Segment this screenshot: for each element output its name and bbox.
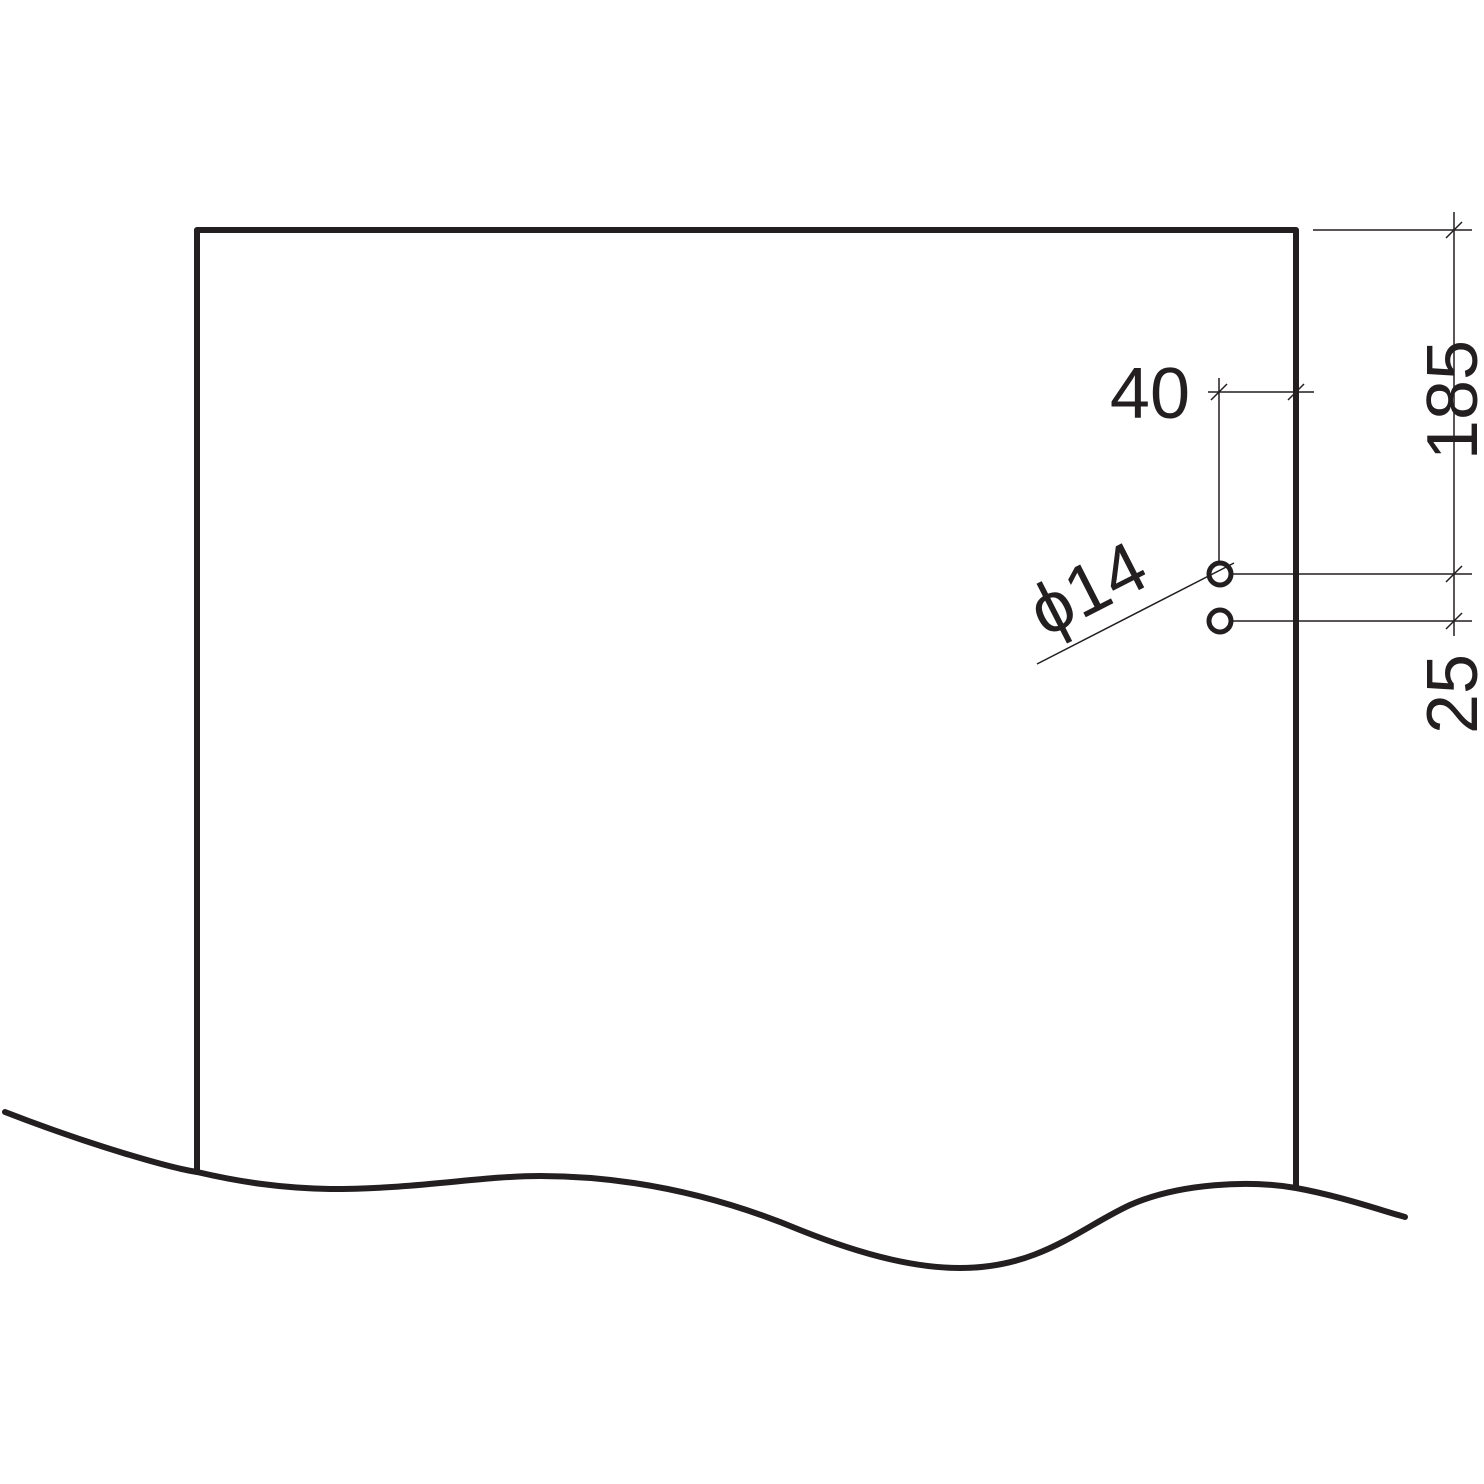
dim-label-185: 185 — [1413, 340, 1484, 460]
dim-label-diameter: ϕ14 — [1016, 526, 1160, 652]
diameter-leader-line — [1036, 562, 1235, 665]
mounting-hole-upper — [1206, 560, 1234, 588]
dim-40-tick-left — [1210, 383, 1228, 401]
panel-outline — [194, 227, 1299, 1191]
ground-break-line — [2, 1109, 1408, 1271]
dim-label-40: 40 — [1110, 354, 1190, 434]
dim-tick-hole-upper — [1445, 565, 1463, 583]
dim-tick-hole-lower — [1445, 612, 1463, 630]
dim-label-25: 25 — [1413, 654, 1484, 734]
dim-40-tick-right — [1287, 383, 1305, 401]
mounting-hole-lower — [1206, 607, 1234, 635]
dim-tick-top — [1445, 221, 1463, 239]
